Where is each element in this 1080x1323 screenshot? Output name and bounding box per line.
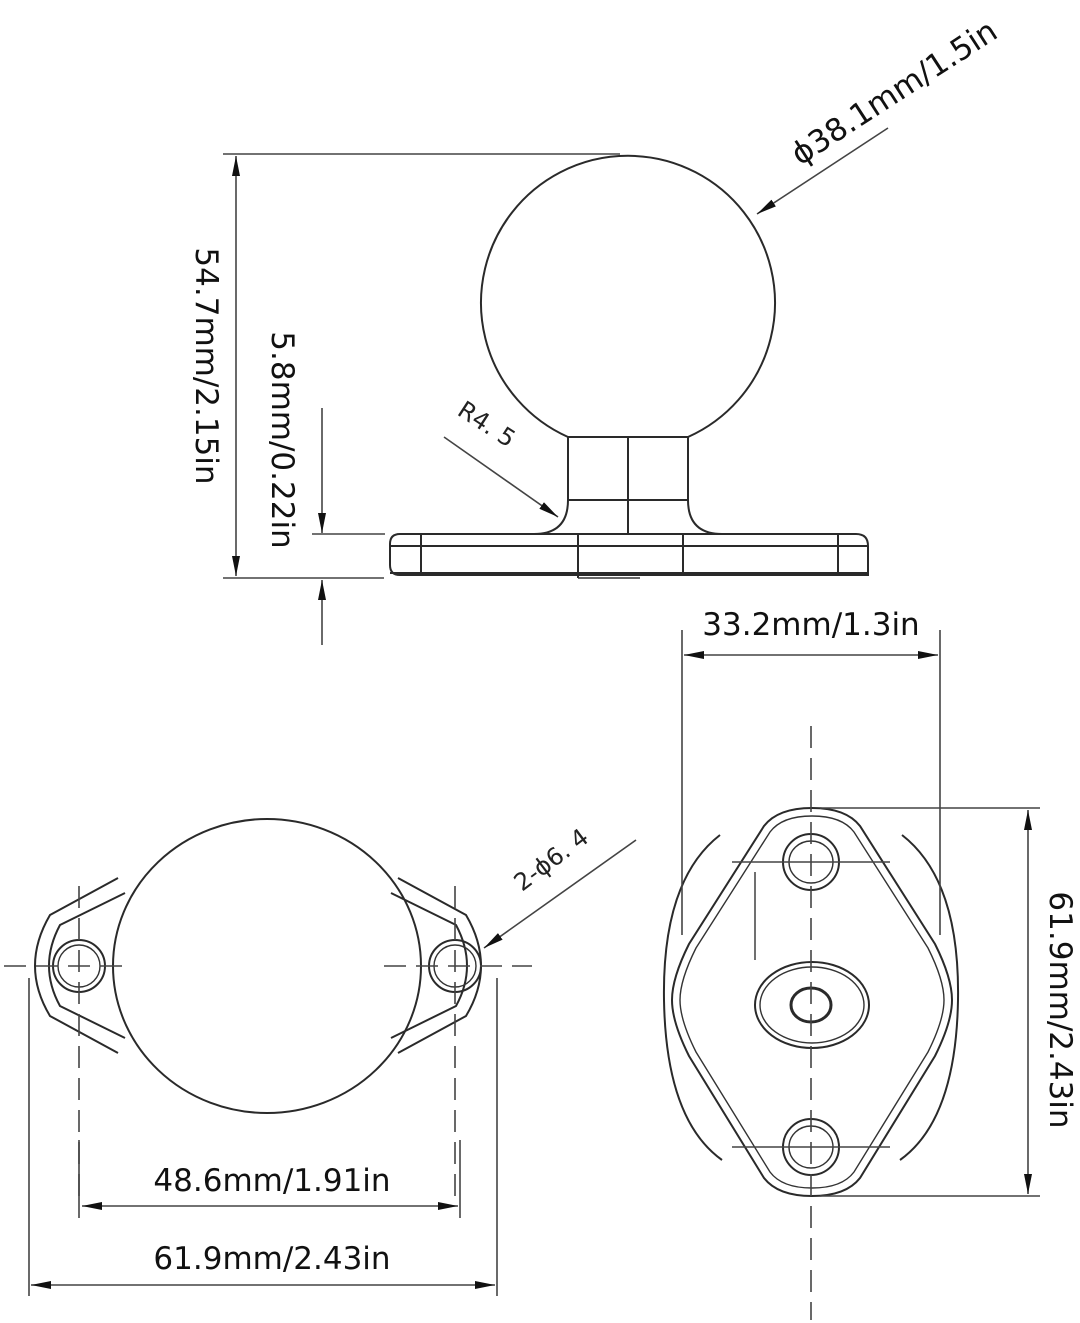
hole-spacing-dimension: 48.6mm/1.91in	[82, 1163, 458, 1210]
center-boss	[754, 961, 870, 1049]
total-height-label: 54.7mm/2.15in	[188, 247, 224, 484]
bottom-overall-length-dimension: 61.9mm/2.43in	[820, 807, 1078, 1197]
ball-outline	[480, 154, 776, 438]
hole-spec-callout: 2-ϕ6. 4	[483, 823, 637, 949]
bottom-width-label: 33.2mm/1.3in	[702, 607, 919, 643]
fillet-radius-callout: R4. 5	[443, 396, 559, 518]
ball-diameter-label: ϕ38.1mm/1.5in	[785, 13, 1004, 173]
ball-diameter-callout: ϕ38.1mm/1.5in	[756, 13, 1004, 215]
hole-spacing-label: 48.6mm/1.91in	[153, 1163, 390, 1199]
top-view: 2-ϕ6. 4 48.6mm/1.91in 61.9mm/2.43in	[4, 818, 637, 1296]
fillet-radius-label: R4. 5	[453, 396, 521, 454]
base-plate	[389, 533, 869, 579]
base-thickness-dimension: 5.8mm/0.22in	[264, 331, 385, 645]
neck	[533, 436, 723, 535]
top-overall-length-dimension: 61.9mm/2.43in	[31, 1241, 495, 1289]
hole-spec-label: 2-ϕ6. 4	[509, 823, 594, 897]
diamond-plate-outer	[670, 806, 954, 1198]
top-overall-length-label: 61.9mm/2.43in	[153, 1241, 390, 1277]
bottom-view: 33.2mm/1.3in 61.9mm/2.43in	[662, 607, 1078, 1320]
base-thickness-label: 5.8mm/0.22in	[264, 331, 300, 548]
ball-silhouette	[662, 834, 723, 1161]
flange-outer	[34, 877, 119, 1054]
total-height-dimension: 54.7mm/2.15in	[188, 153, 620, 579]
side-view: 54.7mm/2.15in 5.8mm/0.22in R4. 5 ϕ38.1mm…	[188, 13, 1004, 645]
bottom-width-dimension: 33.2mm/1.3in	[684, 607, 938, 659]
bottom-overall-length-label: 61.9mm/2.43in	[1042, 891, 1078, 1128]
ball-top	[112, 818, 422, 1114]
